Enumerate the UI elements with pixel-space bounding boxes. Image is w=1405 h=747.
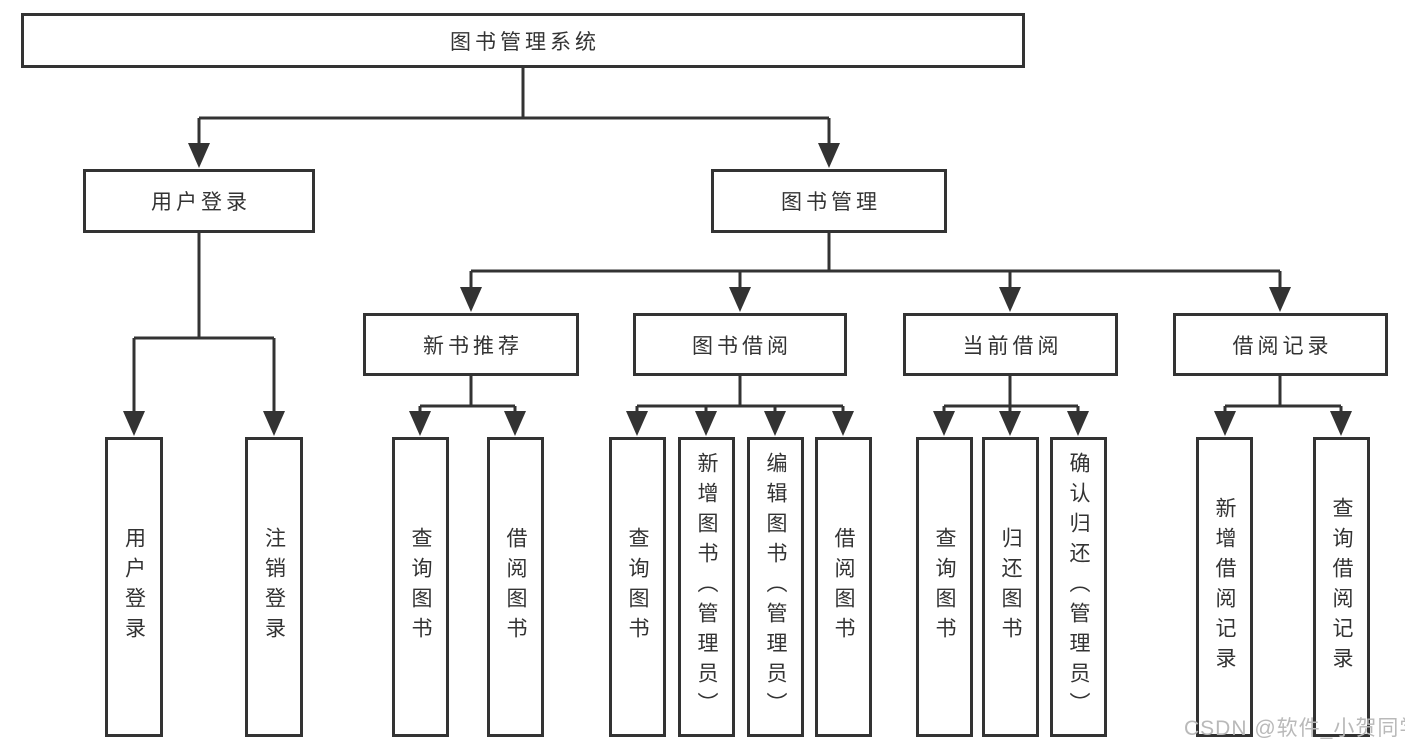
node-book-borrow-label: 图书借阅 [692,334,792,358]
leaf-return-books: 归还图书 [982,437,1039,737]
connector-current-borrow [942,376,1080,414]
leaf-add-borrow-record: 新增借阅记录 [1196,437,1253,737]
connector-segments [132,68,1343,414]
arrowhead-icon [933,411,955,436]
arrowheads [123,143,1352,436]
arrowhead-icon [999,411,1021,436]
connector-root [197,68,831,145]
node-user-login: 用户登录 [83,169,315,233]
leaf-query-borrow-record-label: 查询借阅记录 [1330,497,1353,677]
leaf-borrow-query-books: 查询图书 [609,437,666,737]
leaf-newbook-query-books: 查询图书 [392,437,449,737]
connector-borrow-records [1223,376,1343,414]
leaf-add-books-admin-label: 新增图书（管理员） [695,452,718,722]
csdn-watermark: CSDN @软件_小贺同学 [1184,717,1405,740]
arrowhead-icon [1067,411,1089,436]
leaf-logout-label: 注销登录 [262,527,286,647]
leaf-user-login-label: 用户登录 [122,527,146,647]
arrowhead-icon [263,411,285,436]
arrowhead-icon [123,411,145,436]
leaf-borrow-books: 借阅图书 [815,437,872,737]
node-current-borrow-label: 当前借阅 [962,334,1063,358]
leaf-add-books-admin: 新增图书（管理员） [678,437,735,737]
node-book-borrow: 图书借阅 [633,313,847,376]
arrowhead-icon [832,411,854,436]
node-book-management: 图书管理 [711,169,947,233]
leaf-logout: 注销登录 [245,437,303,737]
leaf-newbook-query-books-label: 查询图书 [409,527,432,647]
connector-book-mgmt [469,233,1282,290]
node-borrow-records-label: 借阅记录 [1232,334,1333,358]
node-borrow-records: 借阅记录 [1173,313,1388,376]
leaf-current-query-books-label: 查询图书 [933,527,956,647]
arrowhead-icon [626,411,648,436]
arrowhead-icon [504,411,526,436]
leaf-confirm-return-admin-label: 确认归还（管理员） [1067,452,1090,722]
arrowhead-icon [729,287,751,312]
node-current-borrow: 当前借阅 [903,313,1118,376]
arrowhead-icon [999,287,1021,312]
node-user-login-label: 用户登录 [151,191,251,214]
leaf-edit-books-admin-label: 编辑图书（管理员） [764,452,787,722]
arrowhead-icon [409,411,431,436]
leaf-newbook-borrow-books: 借阅图书 [487,437,544,737]
leaf-borrow-books-label: 借阅图书 [832,527,855,647]
leaf-return-books-label: 归还图书 [999,527,1022,647]
leaf-current-query-books: 查询图书 [916,437,973,737]
arrowhead-icon [695,411,717,436]
leaf-user-login: 用户登录 [105,437,163,737]
leaf-confirm-return-admin: 确认归还（管理员） [1050,437,1107,737]
leaf-query-borrow-record: 查询借阅记录 [1313,437,1370,737]
node-new-book-recommend: 新书推荐 [363,313,579,376]
node-root-system-label: 图书管理系统 [450,30,600,54]
leaf-edit-books-admin: 编辑图书（管理员） [747,437,804,737]
arrowhead-icon [1269,287,1291,312]
arrowhead-icon [818,143,840,168]
connector-user-login [132,233,276,414]
arrowhead-icon [460,287,482,312]
arrowhead-icon [1330,411,1352,436]
leaf-add-borrow-record-label: 新增借阅记录 [1213,497,1236,677]
leaf-borrow-query-books-label: 查询图书 [626,527,649,647]
node-new-book-recommend-label: 新书推荐 [423,334,523,358]
connector-new-book [418,376,517,414]
leaf-newbook-borrow-books-label: 借阅图书 [504,527,527,647]
node-root-system: 图书管理系统 [21,13,1025,68]
arrowhead-icon [1214,411,1236,436]
node-book-management-label: 图书管理 [781,191,881,214]
arrowhead-icon [188,143,210,168]
connector-book-borrow [635,376,845,414]
arrowhead-icon [764,411,786,436]
